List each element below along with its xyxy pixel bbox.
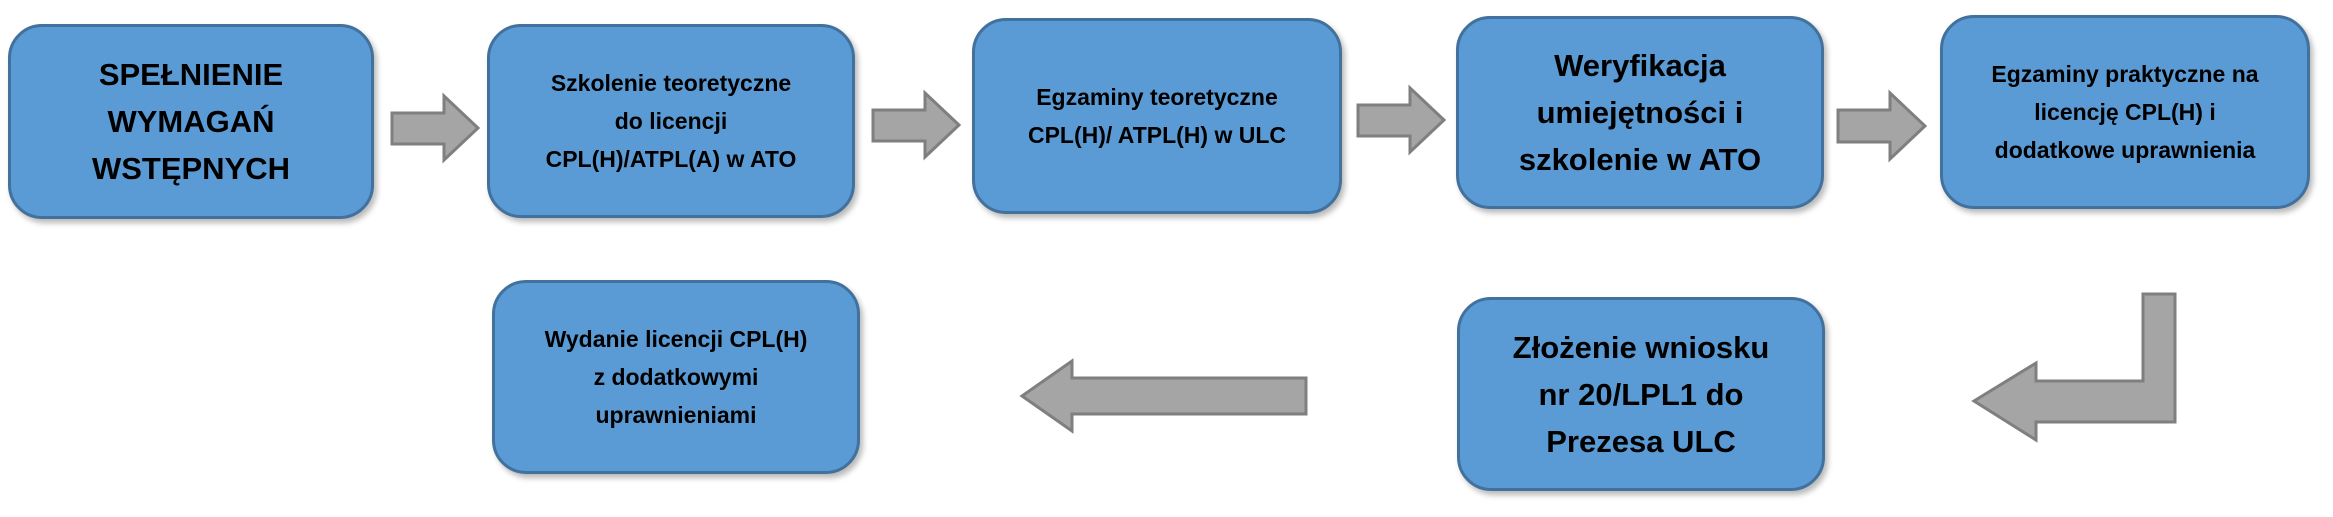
step-box-3: Egzaminy teoretyczne CPL(H)/ ATPL(H) w U… bbox=[972, 18, 1342, 214]
bent-down-left-arrow-icon bbox=[1971, 292, 2177, 443]
right-arrow-icon bbox=[871, 89, 962, 161]
step-box-1: SPEŁNIENIE WYMAGAŃ WSTĘPNYCH bbox=[8, 24, 374, 219]
step-box-6: Złożenie wniosku nr 20/LPL1 do Prezesa U… bbox=[1457, 297, 1825, 491]
left-arrow-icon bbox=[1019, 358, 1308, 434]
step-box-2: Szkolenie teoretyczne do licencji CPL(H)… bbox=[487, 24, 855, 218]
right-arrow-icon bbox=[390, 92, 481, 164]
step-7-label: Wydanie licencji CPL(H) z dodatkowymi up… bbox=[544, 326, 808, 428]
step-1-label: SPEŁNIENIE WYMAGAŃ WSTĘPNYCH bbox=[91, 57, 291, 186]
right-arrow-icon bbox=[1836, 89, 1928, 163]
step-4-label: Weryfikacja umiejętności i szkolenie w A… bbox=[1518, 48, 1762, 177]
step-box-4: Weryfikacja umiejętności i szkolenie w A… bbox=[1456, 16, 1824, 209]
step-box-5: Egzaminy praktyczne na licencję CPL(H) i… bbox=[1940, 15, 2310, 209]
right-arrow-icon bbox=[1356, 84, 1447, 156]
step-6-label: Złożenie wniosku nr 20/LPL1 do Prezesa U… bbox=[1512, 329, 1770, 459]
step-box-7: Wydanie licencji CPL(H) z dodatkowymi up… bbox=[492, 280, 860, 474]
step-5-label: Egzaminy praktyczne na licencję CPL(H) i… bbox=[1991, 61, 2259, 163]
step-2-label: Szkolenie teoretyczne do licencji CPL(H)… bbox=[545, 70, 797, 172]
step-3-label: Egzaminy teoretyczne CPL(H)/ ATPL(H) w U… bbox=[1027, 84, 1287, 148]
